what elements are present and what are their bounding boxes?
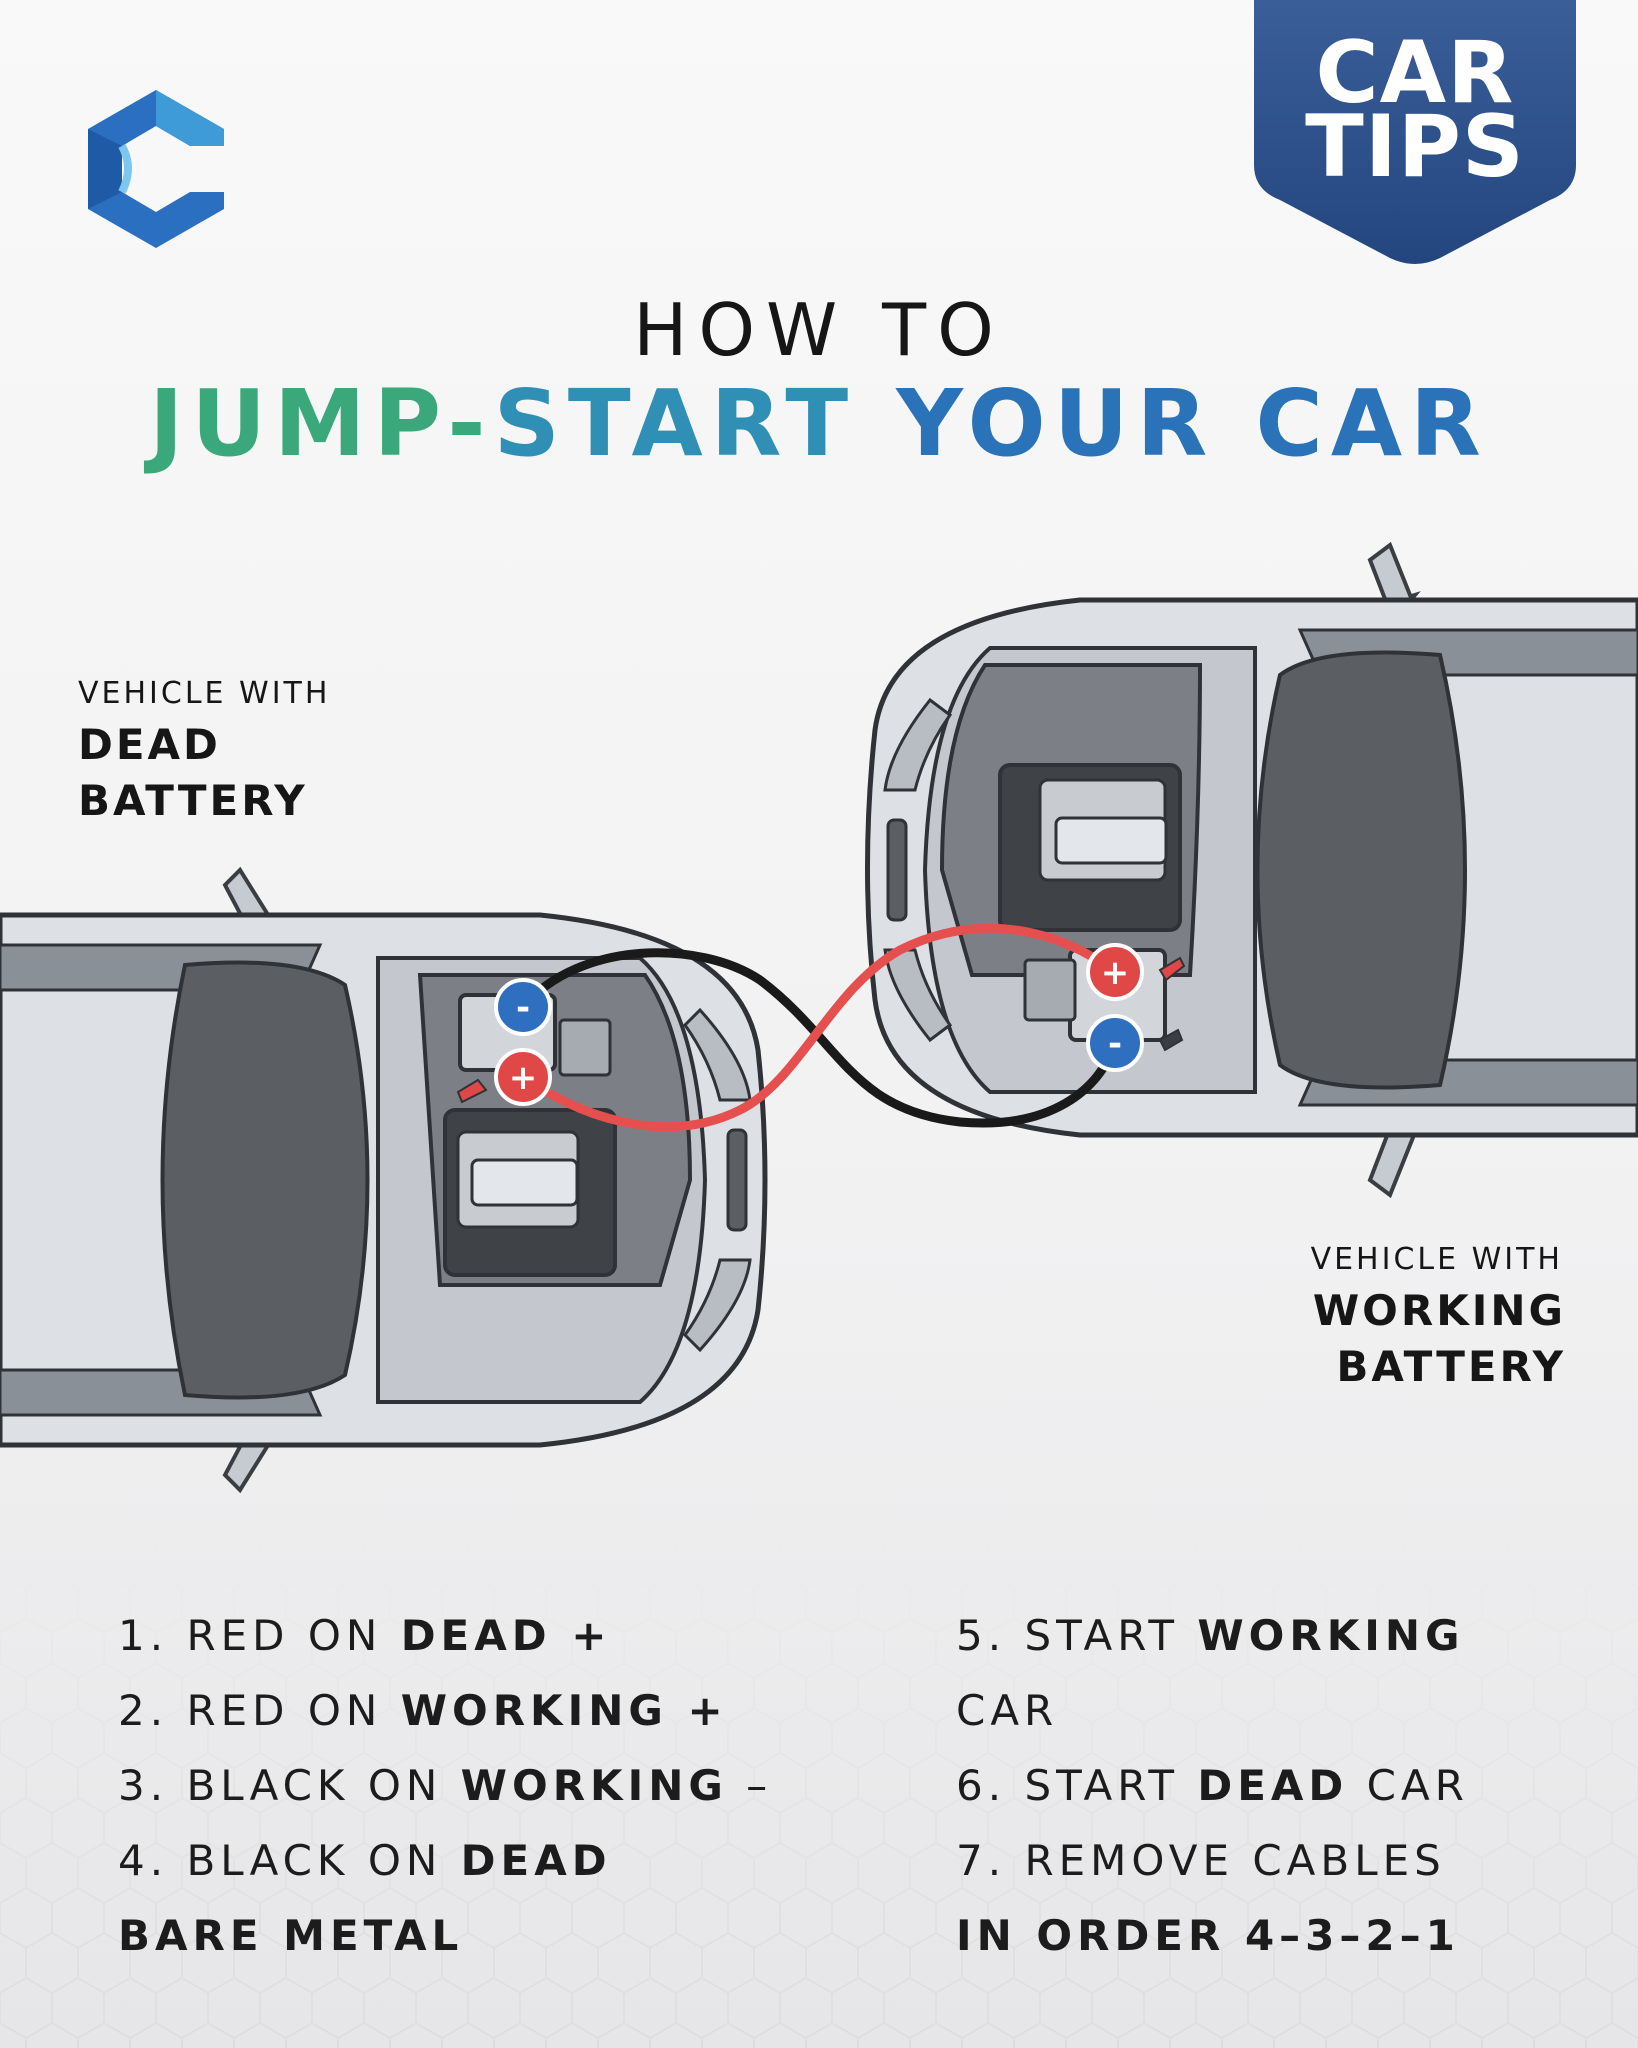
working-plus-sign: + <box>1101 953 1130 993</box>
dead-plus-terminal: + <box>494 1048 552 1106</box>
dead-minus-terminal: - <box>494 978 552 1036</box>
red-clamp-working <box>1158 956 1186 982</box>
badge-line-car: CAR <box>1315 23 1515 123</box>
badge-line-tips: TIPS <box>1305 97 1525 197</box>
title-part-jump: JUMP- <box>149 370 494 477</box>
black-jumper-cable <box>518 948 1120 1128</box>
working-label-big-1: WORKING <box>1312 1286 1566 1335</box>
title-part-start: START <box>493 370 897 477</box>
dead-label-big-2: BATTERY <box>78 776 308 825</box>
working-battery-car <box>865 541 1638 1199</box>
working-minus-terminal: - <box>1086 1014 1144 1072</box>
step-item: 2. RED ON WORKING + <box>118 1686 728 1735</box>
dead-label-big-1: DEAD <box>78 720 221 769</box>
working-minus-sign: - <box>1108 1024 1122 1064</box>
title-part-your-car: YOUR CAR <box>896 370 1489 477</box>
step-item: 1. RED ON DEAD + <box>118 1611 612 1660</box>
working-label-small: VEHICLE WITH <box>1310 1242 1563 1277</box>
step-item: 4. BLACK ON DEAD <box>118 1836 612 1885</box>
step-item: 6. START DEAD CAR <box>956 1761 1469 1810</box>
car-tips-badge-icon <box>1254 0 1576 264</box>
step-item: CAR <box>956 1686 1059 1735</box>
steps-right-column: 5. START WORKING CAR 6. START DEAD CAR 7… <box>956 1598 1469 1973</box>
brand-c-logo-icon <box>88 90 224 248</box>
jump-start-illustration: - + + - <box>0 541 1638 1494</box>
heading-how-to: HOW TO <box>633 288 1005 372</box>
page-title: JUMP-START YOUR CAR <box>0 370 1638 477</box>
steps-left-column: 1. RED ON DEAD + 2. RED ON WORKING + 3. … <box>118 1598 772 1973</box>
working-plus-terminal: + <box>1086 943 1144 1001</box>
dead-plus-sign: + <box>509 1058 538 1098</box>
step-item: BARE METAL <box>118 1911 464 1960</box>
black-clamp-working <box>1158 1028 1184 1052</box>
dead-label-small: VEHICLE WITH <box>78 676 331 711</box>
red-clamp-dead <box>456 1078 488 1104</box>
hexagon-background-pattern <box>0 1528 1638 2048</box>
step-item: 3. BLACK ON WORKING – <box>118 1761 773 1810</box>
dead-battery-car <box>0 866 768 1494</box>
dead-minus-sign: - <box>516 988 530 1028</box>
working-label-big-2: BATTERY <box>1336 1342 1566 1391</box>
step-item: 7. REMOVE CABLES <box>956 1836 1446 1885</box>
red-jumper-cable <box>518 923 1120 1132</box>
step-item: 5. START WORKING <box>956 1611 1465 1660</box>
step-item: IN ORDER 4–3–2–1 <box>956 1911 1460 1960</box>
